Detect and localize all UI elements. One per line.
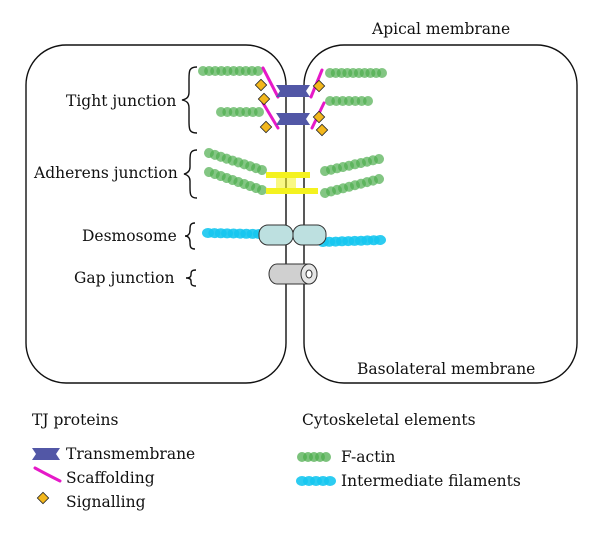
- legend-filament-bead: [324, 476, 336, 486]
- legend-signalling-label: Signalling: [66, 493, 146, 511]
- signalling-diamond: [312, 110, 326, 124]
- tight-junction-brace: [181, 66, 198, 134]
- scaffolding-bar: [261, 101, 280, 130]
- f-actin-bead: [257, 165, 267, 175]
- right-cell: [303, 44, 578, 384]
- signalling-diamond: [257, 92, 271, 106]
- signalling-diamond: [259, 120, 273, 134]
- f-actin-bead: [257, 185, 267, 195]
- f-actin-bead: [253, 66, 263, 76]
- legend-transmembrane-swatch: [32, 448, 60, 460]
- gap-junction-channel: [268, 263, 318, 285]
- legend-scaffolding-swatch: [33, 466, 62, 483]
- gap-junction-brace: [185, 269, 197, 287]
- adherens-junction-brace: [183, 149, 198, 199]
- desmosome-plaque-left: [258, 224, 294, 246]
- adherens-junction-label: Adherens junction: [33, 164, 178, 182]
- legend-cyto-title: Cytoskeletal elements: [302, 411, 476, 429]
- apical-membrane-label: Apical membrane: [371, 20, 510, 38]
- left-cell: [25, 44, 287, 384]
- f-actin-bead: [374, 154, 384, 164]
- signalling-diamond: [315, 123, 329, 137]
- signalling-diamond: [254, 78, 268, 92]
- basolateral-membrane-label: Basolateral membrane: [357, 360, 535, 378]
- desmosome-label: Desmosome: [82, 227, 177, 245]
- desmosome-plaque: [258, 224, 327, 246]
- legend-factin-label: F-actin: [341, 448, 395, 466]
- transmembrane-protein: [276, 113, 310, 125]
- gap-junction-label: Gap junction: [74, 269, 174, 287]
- tight-junction-label: Tight junction: [66, 92, 176, 110]
- legend-scaffolding-label: Scaffolding: [66, 469, 155, 487]
- f-actin-bead: [374, 174, 384, 184]
- legend-tj-title: TJ proteins: [32, 411, 118, 429]
- tight-junction-proteins: [254, 66, 329, 137]
- legend-tj-proteins: TJ proteins Transmembrane Scaffolding Si…: [32, 411, 195, 511]
- desmosome-brace: [184, 222, 196, 250]
- signalling-diamond: [312, 79, 326, 93]
- intermediate-filament-bead: [374, 234, 386, 246]
- legend-transmembrane-label: Transmembrane: [66, 445, 195, 463]
- legend-filament-swatch: [296, 476, 336, 486]
- scaffolding-bar: [261, 66, 280, 99]
- transmembrane-protein: [276, 85, 310, 97]
- f-actin-bead: [363, 96, 373, 106]
- adherens-link: [276, 172, 296, 194]
- legend-signalling-swatch: [36, 491, 50, 505]
- legend-cytoskeletal: Cytoskeletal elements F-actin Intermedia…: [296, 411, 521, 490]
- f-actin-bead: [377, 68, 387, 78]
- gap-channel-pore: [305, 269, 313, 279]
- f-actin-bead: [254, 107, 264, 117]
- adherens-proteins: [266, 172, 318, 194]
- f-actin-layer: [198, 66, 387, 198]
- desmosome-plaque-right: [292, 224, 327, 246]
- legend-factin-bead: [321, 452, 331, 462]
- legend-filaments-label: Intermediate filaments: [341, 472, 521, 490]
- legend-factin-swatch: [297, 452, 331, 462]
